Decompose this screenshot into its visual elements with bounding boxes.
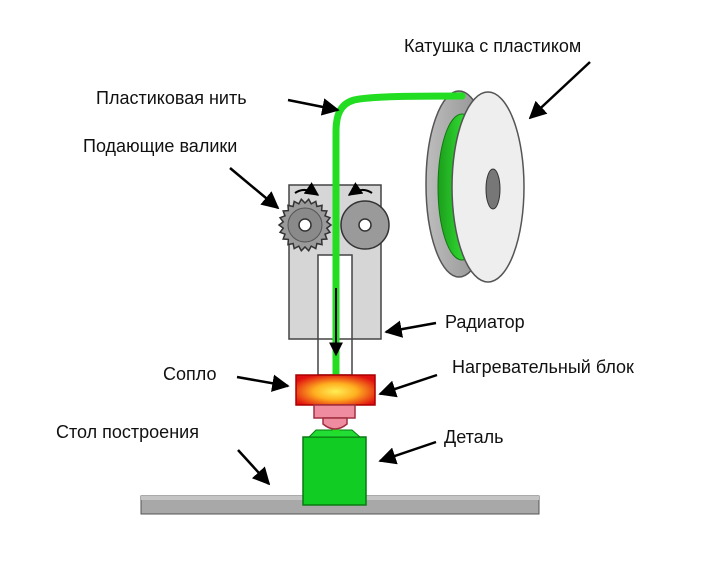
label-radiator: Радиатор [445,312,525,332]
printed-part [302,429,367,506]
arrow-part [378,440,437,465]
label-nozzle: Сопло [163,364,217,384]
arrow-build-table [237,449,271,486]
label-spool: Катушка с пластиком [404,36,582,56]
arrow-radiator [384,320,437,338]
feed-rollers [277,182,390,252]
heater-block [295,374,376,406]
arrow-spool [528,61,591,120]
filament-spool [425,90,525,283]
nozzle [313,404,356,430]
arrow-nozzle [236,374,290,392]
drive-roller-gear [277,198,333,252]
pointer-arrows [229,61,591,486]
arrow-feed-rollers [229,167,280,210]
label-heater-block: Нагревательный блок [452,357,634,377]
label-part: Деталь [444,427,504,447]
label-build-table: Стол построения [56,422,199,442]
filament-strand [332,92,466,434]
label-filament: Пластиковая нить [96,88,247,108]
arrow-heater-block [378,373,438,398]
arrow-filament [287,98,340,116]
label-feed-rollers: Подающие валики [83,136,238,156]
